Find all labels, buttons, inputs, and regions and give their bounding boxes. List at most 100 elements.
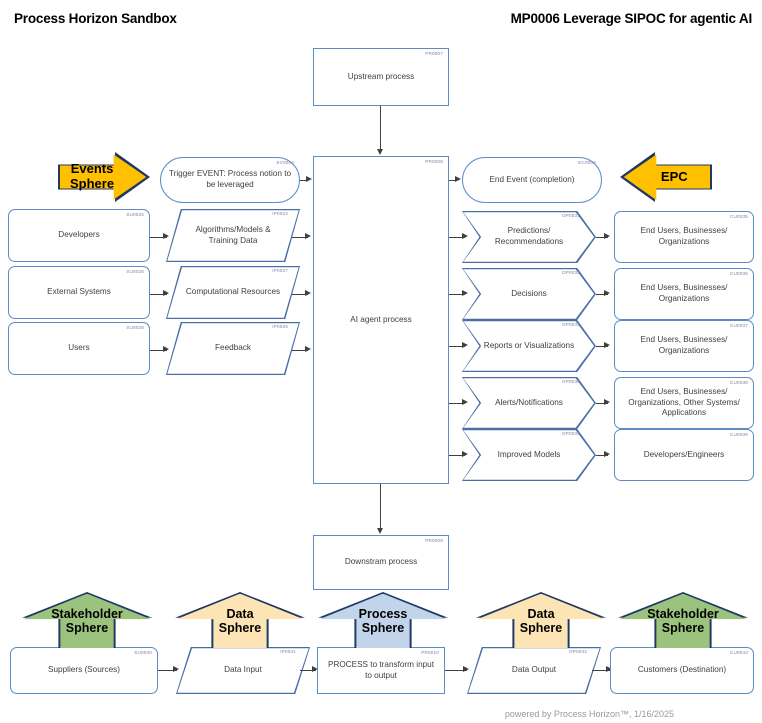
arrowhead-output-customer-3 (604, 399, 610, 405)
arrowhead-trigger-to-core (306, 176, 312, 182)
legend-row-label-0: Suppliers (Sources) (48, 665, 120, 675)
legend-sphere-2-line1: Process (358, 606, 408, 621)
supplier-label-2: Users (68, 343, 90, 353)
input-id-1: IP0027 (272, 268, 288, 273)
customer-box-2[interactable]: CU0037 End Users, Businesses/ Organizati… (614, 320, 754, 372)
output-shape-2[interactable]: OP0033 Reports or Visualizations (462, 320, 596, 372)
legend-row-id-4: CU0043 (729, 650, 748, 655)
output-shape-3[interactable]: OP0030 Alerts/Notifications (462, 377, 596, 429)
legend-sphere-arrow-2[interactable]: Process Sphere (318, 592, 448, 648)
output-shape-0[interactable]: OP0031 Predictions/ Recommendations (462, 211, 596, 263)
arrowhead-legend-3-4 (606, 666, 612, 672)
output-shape-1[interactable]: OP0032 Decisions (462, 268, 596, 320)
input-shape-1[interactable]: IP0027 Computational Resources (166, 266, 300, 319)
events-sphere-line2: Sphere (70, 176, 115, 191)
legend-sphere-arrow-1[interactable]: Data Sphere (175, 592, 305, 648)
legend-row-box-1[interactable]: IP0041 Data Input (176, 647, 310, 694)
legend-row-id-0: SU0040 (134, 650, 152, 655)
supplier-label-1: External Systems (47, 287, 111, 297)
input-id-2: IP0029 (272, 324, 288, 329)
epc-arrow-text: EPC (660, 168, 688, 184)
downstream-process-id: PR0009 (425, 538, 443, 543)
input-label-1: Computational Resources (185, 287, 281, 297)
legend-sphere-arrow-0[interactable]: Stakeholder Sphere (22, 592, 152, 648)
legend-row-label-1: Data Input (224, 665, 262, 675)
connector-output-customer-4 (596, 455, 608, 456)
arrowhead-core-output-4 (462, 451, 468, 457)
epc-arrow[interactable]: EPC (620, 152, 712, 202)
supplier-box-0[interactable]: SU0025 Developers (8, 209, 150, 262)
downstream-process-box[interactable]: PR0009 Downstram process (313, 535, 449, 590)
customer-box-3[interactable]: CU0038 End Users, Businesses/ Organizati… (614, 377, 754, 429)
core-process-id: PR0008 (425, 159, 443, 164)
trigger-event-id: EV0004 (276, 160, 294, 165)
upstream-process-box[interactable]: PR0007 Upstream process (313, 48, 449, 106)
input-shape-2[interactable]: IP0029 Feedback (166, 322, 300, 375)
output-label-3: Alerts/Notifications (495, 397, 563, 407)
arrowhead-legend-2-3 (463, 666, 469, 672)
end-event-id: EC0003 (578, 160, 596, 165)
events-sphere-arrow[interactable]: Events Sphere (58, 152, 150, 202)
customer-id-4: CU0039 (729, 432, 748, 437)
connector-input-core-2 (292, 350, 308, 351)
legend-row-box-2[interactable]: PR0010 PROCESS to transform input to out… (317, 647, 445, 694)
customer-box-1[interactable]: CU0036 End Users, Businesses/ Organizati… (614, 268, 754, 320)
legend-row-box-4[interactable]: CU0043 Customers (Destination) (610, 647, 754, 694)
connector-core-output-4 (449, 455, 465, 456)
legend-row-id-1: IP0041 (280, 649, 296, 654)
input-shape-0-fill (167, 210, 299, 261)
legend-sphere-arrow-1-text: Data Sphere (175, 607, 305, 637)
legend-sphere-4-line2: Sphere (661, 621, 705, 636)
input-id-0: IP0024 (272, 211, 288, 216)
customer-box-4[interactable]: CU0039 Developers/Engineers (614, 429, 754, 481)
customer-label-3: End Users, Businesses/ Organizations, Ot… (628, 386, 740, 418)
connector-input-core-1 (292, 294, 308, 295)
output-id-1: OP0032 (561, 270, 580, 275)
arrowhead-output-customer-2 (604, 342, 610, 348)
customer-id-0: CU0035 (729, 214, 748, 219)
legend-sphere-1-line2: Sphere (218, 621, 262, 636)
legend-row-box-3[interactable]: OP0042 Data Output (467, 647, 601, 694)
legend-row-box-3-fill (468, 648, 600, 693)
output-shape-4[interactable]: OP0034 Improved Models (462, 429, 596, 481)
supplier-box-2[interactable]: SU0028 Users (8, 322, 150, 375)
output-shape-1-fill (463, 269, 595, 319)
connector-core-output-3 (449, 403, 465, 404)
events-sphere-line1: Events (70, 161, 114, 177)
events-sphere-arrow-text: Events Sphere (70, 162, 114, 191)
supplier-box-1[interactable]: SU0026 External Systems (8, 266, 150, 319)
connector-legend-1-2 (300, 670, 316, 671)
legend-sphere-arrow-3[interactable]: Data Sphere (476, 592, 606, 648)
legend-row-label-2: PROCESS to transform input to output (327, 659, 435, 680)
legend-sphere-arrow-3-text: Data Sphere (476, 607, 606, 637)
connector-legend-0-1 (158, 670, 177, 671)
output-id-4: OP0034 (561, 431, 580, 436)
core-process-box[interactable]: PR0008 AI agent process (313, 156, 449, 484)
arrowhead-upstream-to-core (377, 149, 383, 155)
connector-legend-2-3 (445, 670, 467, 671)
customer-box-0[interactable]: CU0035 End Users, Businesses/ Organizati… (614, 211, 754, 263)
legend-sphere-arrow-2-text: Process Sphere (318, 607, 448, 637)
upstream-process-label: Upstream process (347, 71, 415, 81)
legend-sphere-2-line2: Sphere (361, 621, 405, 636)
legend-row-box-0[interactable]: SU0040 Suppliers (Sources) (10, 647, 158, 694)
legend-sphere-arrow-4[interactable]: Stakeholder Sphere (618, 592, 748, 648)
connector-trigger-to-core (300, 180, 308, 181)
connector-input-core-0 (292, 237, 308, 238)
connector-core-to-end-event (449, 180, 456, 181)
connector-output-customer-0 (596, 237, 608, 238)
connector-output-customer-3 (596, 403, 608, 404)
output-id-2: OP0033 (561, 322, 580, 327)
legend-sphere-0-line2: Sphere (65, 621, 109, 636)
output-shape-0-fill (463, 212, 595, 262)
arrowhead-output-customer-1 (604, 290, 610, 296)
connector-core-output-0 (449, 237, 465, 238)
arrowhead-supplier-input-1 (163, 290, 169, 296)
output-shape-4-fill (463, 430, 595, 480)
end-event-box[interactable]: EC0003 End Event (completion) (462, 157, 602, 203)
customer-id-3: CU0038 (729, 380, 748, 385)
input-shape-0[interactable]: IP0024 Algorithms/Models & Training Data (166, 209, 300, 262)
legend-row-label-3: Data Output (511, 665, 557, 675)
arrowhead-supplier-input-0 (163, 233, 169, 239)
trigger-event-box[interactable]: EV0004 Trigger EVENT: Process notion to … (160, 157, 300, 203)
